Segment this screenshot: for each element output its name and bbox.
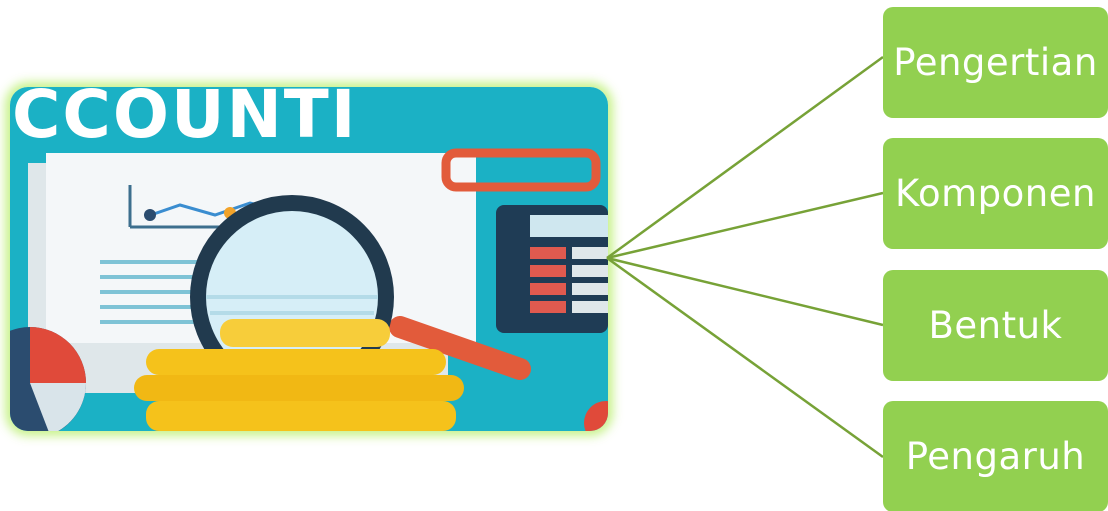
connector-line-pengertian [607, 57, 883, 258]
topic-box-komponen[interactable]: Komponen [883, 138, 1108, 249]
connector-line-bentuk [607, 258, 883, 325]
topic-box-pengaruh[interactable]: Pengaruh [883, 401, 1108, 511]
connector-line-pengaruh [607, 258, 883, 457]
topic-box-pengertian[interactable]: Pengertian [883, 7, 1108, 118]
topic-label: Pengaruh [906, 435, 1085, 478]
topic-label: Pengertian [893, 41, 1098, 84]
topic-label: Komponen [895, 172, 1096, 215]
topic-box-bentuk[interactable]: Bentuk [883, 270, 1108, 381]
connector-line-komponen [607, 193, 883, 258]
topic-label: Bentuk [929, 304, 1063, 347]
